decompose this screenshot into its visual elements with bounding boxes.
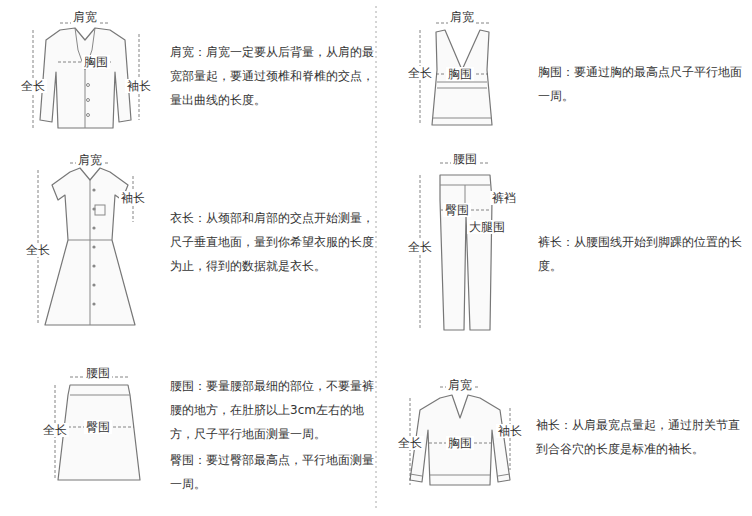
description-text: 臀围：要过臀部最高点，平行地面测量一周。 (170, 448, 375, 496)
measure-label: 肩宽 (448, 10, 476, 24)
skirt (58, 385, 140, 480)
measure-lines (33, 23, 510, 485)
garment-details (68, 28, 510, 476)
measure-label: 腰围 (84, 366, 112, 380)
measure-label: 肩宽 (76, 153, 104, 167)
measure-label: 袖长 (496, 424, 524, 438)
description-text: 腰围：要量腰部最细的部位，不要量裤腰的地方，在肚脐以上3cm左右的地方，尺子平行… (170, 374, 375, 446)
measure-label: 大腿围 (467, 220, 507, 234)
measure-label: 肩宽 (71, 10, 99, 24)
description-text: 胸围：要通过胸的最高点尺子平行地面一周。 (538, 60, 743, 108)
description-text: 衣长：从颈部和肩部的交点开始测量，尺子垂直地面，量到你希望衣服的长度为止，得到的… (170, 206, 375, 278)
description-text: 袖长：从肩最宽点量起，通过肘关节直到合谷穴的长度是标准的袖长。 (536, 413, 744, 461)
measure-label: 腰围 (451, 152, 479, 166)
measure-label: 全长 (396, 436, 424, 450)
measure-label: 全长 (406, 240, 434, 254)
measure-label: 肩宽 (446, 378, 474, 392)
measure-label: 全长 (19, 79, 47, 93)
measure-label: 袖长 (119, 191, 147, 205)
measure-label: 全长 (406, 66, 434, 80)
sweater (410, 395, 510, 485)
measure-label: 胸围 (446, 67, 474, 81)
measure-label: 全长 (24, 243, 52, 257)
measure-label: 全长 (41, 423, 69, 437)
measure-label: 胸围 (82, 55, 110, 69)
jacket (40, 28, 131, 128)
divider (376, 6, 377, 510)
measure-label: 袖长 (125, 79, 153, 93)
tank-top (432, 30, 492, 125)
measure-label: 臀围 (84, 420, 112, 434)
measure-label: 胸围 (446, 436, 474, 450)
buttons (92, 188, 95, 305)
description-text: 肩宽：肩宽一定要从后背量，从肩的最宽部量起，要通过颈椎和脊椎的交点，量出曲线的长… (170, 40, 375, 112)
measure-label: 臀围 (443, 203, 471, 217)
measure-label: 裤裆 (490, 191, 518, 205)
trousers (440, 175, 492, 330)
description-text: 裤长：从腰围线开始到脚踝的位置的长度。 (538, 230, 743, 278)
